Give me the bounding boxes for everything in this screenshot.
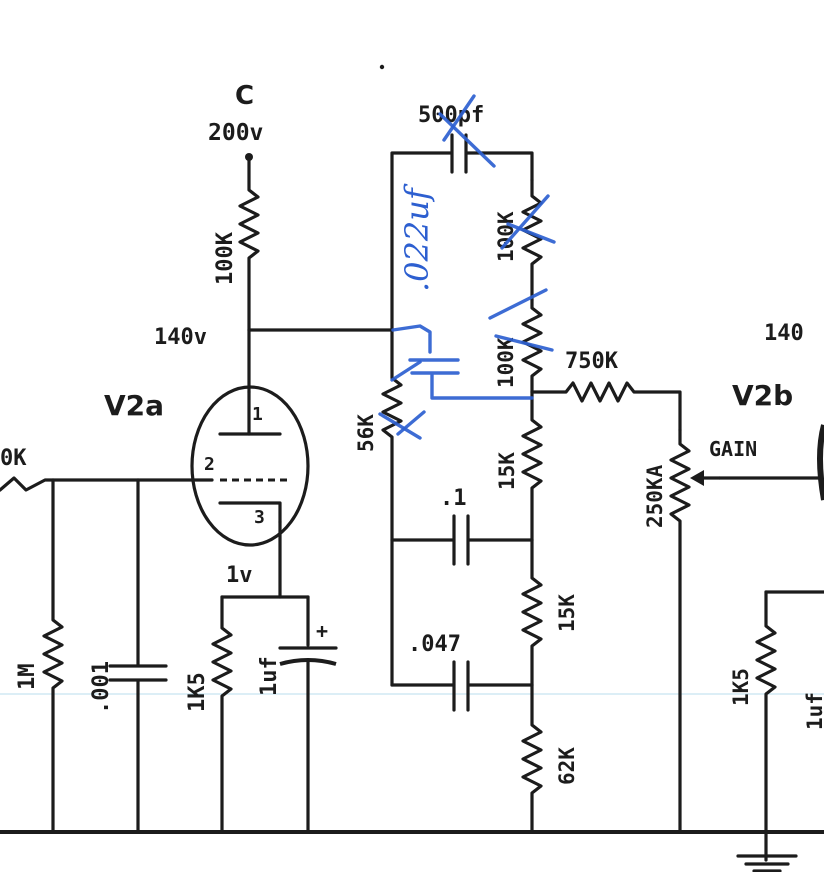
v2a-plate-voltage: 140v — [154, 325, 207, 350]
divider-resistor-1-label: 15K — [495, 452, 519, 490]
cathode-cap-plate-top — [278, 595, 338, 650]
v2a-pin-cathode: 3 — [254, 507, 265, 528]
v2b-plate-voltage: 140 — [764, 321, 804, 346]
divider-resistor-2-label: 15K — [555, 594, 579, 632]
divider-capacitor-1: .1 — [390, 486, 534, 566]
grid-leak-label: 1M — [15, 664, 40, 691]
gain-wiper-arrow — [690, 470, 704, 486]
divider-resistor-3-zigzag — [521, 683, 543, 832]
divider-resistor-2: 15K — [521, 538, 579, 687]
grid-cap-symbol — [108, 478, 168, 832]
handwritten-annotations: .022uf — [378, 94, 556, 440]
plate-load-label: 100K — [213, 231, 238, 285]
shunt-resistor-zigzag — [381, 328, 403, 687]
divider-cap-2-label: .047 — [408, 632, 461, 657]
bright-cap-wires — [390, 133, 534, 332]
v2b-cathode-resistor-zigzag — [755, 590, 777, 862]
tone-resistor-top: 100K — [494, 178, 543, 302]
divider-cap-2-symbol — [390, 660, 534, 712]
cathode-cap-polarity: + — [316, 619, 328, 643]
grid-capacitor: .001 — [89, 478, 168, 832]
divider-cap-1-label: .1 — [440, 486, 467, 511]
plate-load-zigzag — [238, 155, 260, 332]
scan-speck — [379, 64, 385, 70]
v2a-tube: V2a 1 2 3 — [104, 385, 310, 547]
cathode-resistor-label: 1K5 — [185, 672, 210, 712]
grid-leak-resistor: 1M — [15, 478, 64, 832]
handwritten-strike-100k-2b — [494, 334, 554, 352]
handwritten-strike-500pf-2 — [442, 94, 476, 142]
v2a-pin-plate: 1 — [252, 404, 263, 425]
handwritten-strike-100k-2 — [488, 288, 548, 320]
cathode-cap-label: 1uf — [257, 656, 282, 696]
ground-lines — [736, 854, 798, 872]
tone-resistor-top-zigzag — [521, 178, 543, 302]
series-resistor-zigzag — [530, 381, 682, 432]
handwritten-strike-100k-1b — [506, 222, 556, 244]
gain-potentiometer: 250KA GAIN — [643, 428, 822, 832]
cathode-cap-plate-curved — [279, 658, 337, 666]
cathode-resistor: 1K5 — [185, 595, 233, 832]
v2b-cathode-network: 1K5 1uf — [729, 590, 824, 862]
divider-resistor-1-zigzag — [521, 390, 543, 542]
v2a-cathode-electrode — [218, 501, 282, 524]
gain-pot-label: 250KA — [643, 464, 667, 528]
shunt-resistor: 56K — [354, 328, 403, 687]
handwritten-cap-symbol — [391, 324, 534, 400]
v2b-cathode-resistor-label: 1K5 — [729, 668, 753, 706]
handwritten-strike-56k — [378, 412, 422, 440]
divider-cap-1-symbol — [390, 514, 534, 566]
cathode-resistor-zigzag — [211, 595, 233, 832]
divider-resistor-1: 15K — [495, 390, 543, 542]
divider-resistor-2-zigzag — [521, 538, 543, 687]
divider-capacitor-2: .047 — [390, 632, 534, 712]
handwritten-strike-56k-2 — [396, 410, 426, 436]
v2a-envelope — [190, 385, 310, 547]
grid-cap-label: .001 — [89, 661, 114, 714]
shunt-resistor-label: 56K — [354, 414, 378, 452]
grid-leak-zigzag — [42, 478, 64, 832]
supply-node-letter: C — [235, 81, 254, 111]
series-resistor-label: 750K — [565, 349, 619, 374]
v2b-cathode-cap-label: 1uf — [803, 692, 824, 730]
bright-capacitor: 500pf — [390, 103, 534, 332]
v2b-envelope-edge — [817, 424, 824, 501]
divider-resistor-3: 62K — [521, 683, 579, 832]
gain-label: GAIN — [709, 437, 757, 461]
v2a-cathode-voltage: 1v — [226, 563, 253, 588]
gain-pot-zigzag — [669, 428, 691, 832]
supply-node: C 200v — [208, 81, 263, 161]
plate-load-resistor: 100K — [213, 155, 260, 332]
v2a-pin-grid: 2 — [204, 454, 215, 475]
cathode-capacitor: + 1uf — [257, 595, 338, 832]
v2b-name: V2b — [732, 379, 793, 412]
supply-voltage: 200v — [208, 120, 263, 146]
v2a-name: V2a — [104, 389, 164, 422]
handwritten-cap-value: .022uf — [398, 183, 436, 292]
divider-resistor-3-label: 62K — [555, 747, 579, 785]
handwritten-strike-100k-1 — [500, 194, 550, 250]
handwritten-strike-500pf — [438, 112, 496, 168]
ground-symbol — [736, 854, 798, 872]
tone-resistor-2-label: 100K — [494, 337, 518, 388]
grid-resistor-label: 0K — [0, 446, 27, 471]
handwritten-mark-1 — [390, 360, 422, 382]
series-resistor: 750K — [530, 349, 682, 432]
grid-input-wire — [0, 476, 214, 492]
